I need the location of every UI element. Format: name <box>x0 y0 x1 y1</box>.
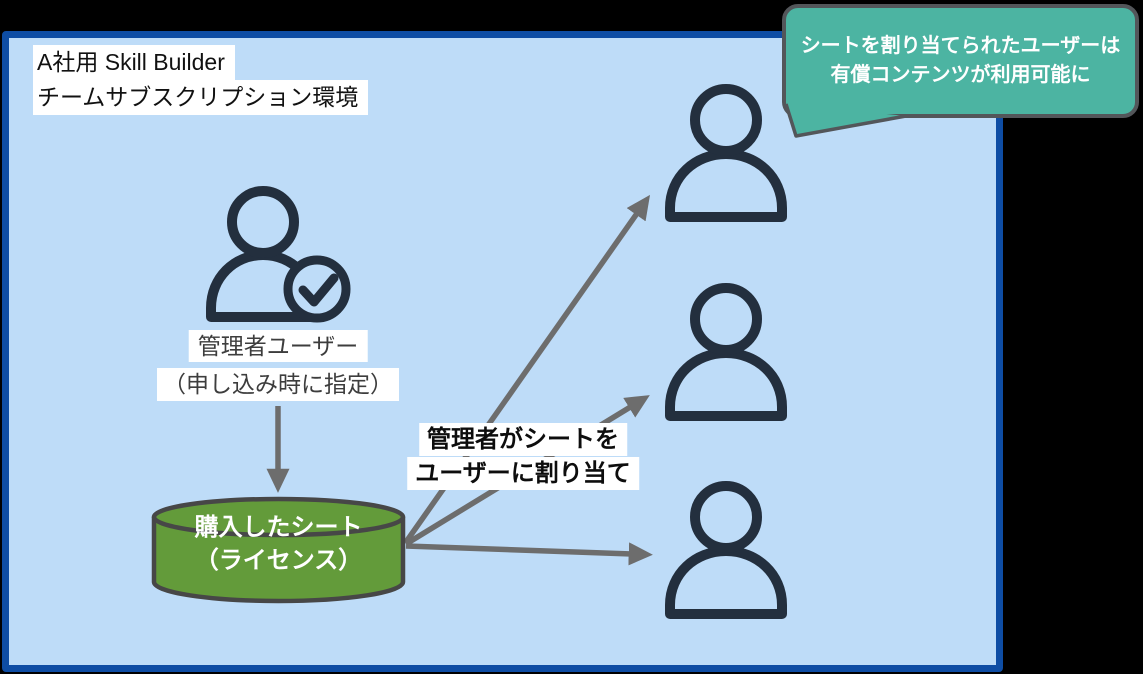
environment-title-line1: A社用 Skill Builder <box>33 45 235 80</box>
purchased-seats-line2: （ライセンス） <box>194 547 363 574</box>
purchased-seats-line1: 購入したシート <box>194 514 363 541</box>
purchased-seats-cylinder <box>151 496 406 604</box>
user-icon-2 <box>665 283 787 421</box>
callout-line1: シートを割り当てられたユーザーは <box>800 35 1121 57</box>
admin-user-note: （申し込み時に指定） <box>157 368 399 401</box>
user-icon-3 <box>665 481 787 619</box>
admin-user-icon <box>206 186 351 323</box>
environment-title: A社用 Skill Builder チームサブスクリプション環境 <box>33 45 369 115</box>
callout-line2: 有償コンテンツが利用可能に <box>830 64 1091 86</box>
assignment-note-line1: 管理者がシートを <box>419 423 627 456</box>
admin-user-label: 管理者ユーザー <box>188 330 368 362</box>
purchased-seats-label: 購入したシート （ライセンス） <box>150 511 407 577</box>
assignment-note-line2: ユーザーに割り当て <box>407 457 639 490</box>
environment-title-line2: チームサブスクリプション環境 <box>33 80 369 115</box>
assignment-note: 管理者がシートを ユーザーに割り当て <box>407 423 639 491</box>
user-icon-1 <box>665 84 787 222</box>
callout-bubble: シートを割り当てられたユーザーは 有償コンテンツが利用可能に <box>782 4 1139 118</box>
callout-bubble-tail <box>784 103 907 138</box>
